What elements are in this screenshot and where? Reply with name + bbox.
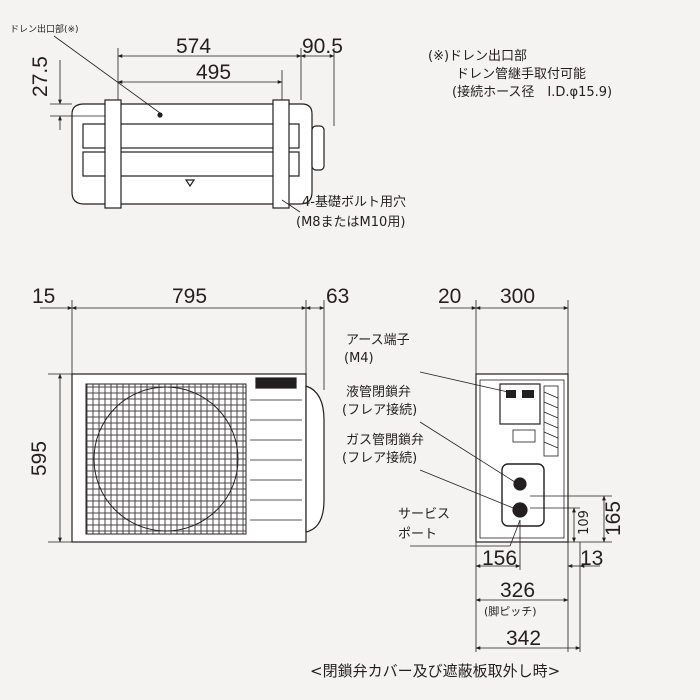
dim-front-height: 595 [28,440,52,477]
dim-top-right: 90.5 [302,35,343,58]
top-view [50,35,335,213]
dim-front-width: 795 [172,285,208,308]
side-view [410,300,612,652]
dim-side-left: 20 [438,285,462,308]
earth-terminal-spec: (M4) [344,351,374,366]
note-line-1: (※)ドレン出口部 [428,49,528,64]
gas-valve-label: ガス管閉鎖弁 [346,433,425,448]
leg-pitch-label: (脚ピッチ) [484,605,537,618]
bolt-hole-spec: (M8またはM10用) [296,215,406,230]
dim-top-depth: 27.5 [28,56,52,97]
service-port-label-2: ポート [398,527,438,542]
liquid-valve-spec: (フレア接続) [342,403,418,418]
dim-side-depth: 300 [500,285,536,308]
earth-terminal-label: アース端子 [346,333,410,348]
dim-side-13: 13 [580,547,604,570]
dim-side-165: 165 [602,500,626,537]
liquid-valve-label: 液管閉鎖弁 [346,385,412,400]
dim-front-right: 63 [326,285,350,308]
drain-outlet-label: ドレン出口部(※) [10,25,79,35]
dim-side-342: 342 [506,627,542,650]
dim-side-326: 326 [500,579,536,602]
dim-side-156: 156 [482,547,518,570]
bolt-hole-label: 4-基礎ボルト用穴 [302,195,406,210]
dim-top-pitch: 495 [196,61,232,84]
note-line-2: ドレン管継手取付可能 [456,67,587,82]
note-line-3: (接続ホース径 I.D.φ15.9) [452,85,613,100]
service-port-label-1: サービス [398,507,451,522]
front-view [40,300,325,543]
gas-valve-spec: (フレア接続) [342,451,418,466]
dim-top-width: 574 [176,35,212,58]
dim-front-left: 15 [32,285,56,308]
caption: <閉鎖弁カバー及び遮蔽板取外し時> [310,662,561,680]
dim-side-109: 109 [576,510,592,535]
